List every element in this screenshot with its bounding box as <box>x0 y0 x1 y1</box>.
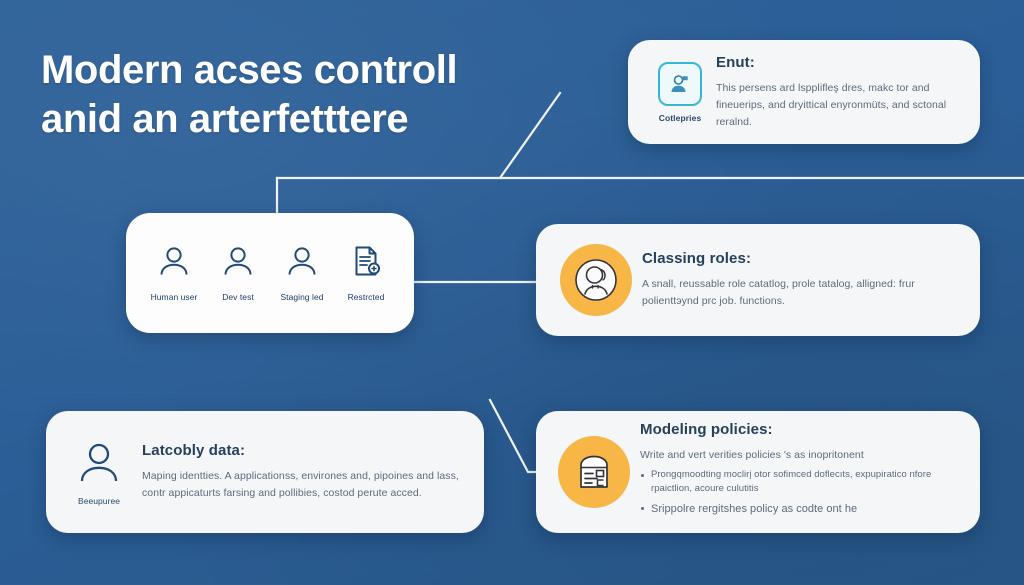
entity-heading: Enut: <box>716 53 755 71</box>
document-restricted-icon <box>349 244 383 283</box>
data-icon-group: Beeupuree <box>56 439 142 506</box>
card-personas[interactable]: Human user Dev test St <box>126 213 414 333</box>
persona-label: Human user <box>150 292 198 302</box>
policies-bullet-item: Prongqmoodting moclirį otor sofimced dof… <box>640 468 962 496</box>
policies-bullet-list: Prongqmoodting moclirį otor sofimced dof… <box>640 468 962 517</box>
card-entity[interactable]: Cotlepries Enut: This persens ard lsppli… <box>628 40 980 144</box>
roles-icon-group <box>550 244 642 316</box>
card-classing-roles[interactable]: Classing roles: A snall, reussable role … <box>536 224 980 336</box>
policy-card-icon <box>558 436 630 508</box>
policies-bullet-item: Srippolre rergitshes policy as codte ont… <box>640 501 962 518</box>
entity-text-group: Enut: This persens ard lspplifleş dres, … <box>716 54 962 131</box>
persona-label: Staging led <box>280 292 324 302</box>
data-body: Maping identties. A applicationss, envir… <box>142 470 459 499</box>
person-icon <box>157 244 191 283</box>
data-heading: Latcobly data: <box>142 442 246 459</box>
persona-label: Dev test <box>222 292 254 302</box>
card-latcobly-data[interactable]: Beeupuree Latcobly data: Maping identtie… <box>46 411 484 533</box>
persona-label: Restrcted <box>347 292 385 302</box>
persona-item[interactable]: Staging led <box>272 244 332 302</box>
data-text-group: Latcobly data: Maping identties. A appli… <box>142 442 466 502</box>
policies-heading: Modeling policies: <box>640 421 773 439</box>
title-line-1: Modern acses controll <box>41 48 458 92</box>
policies-icon-group <box>548 436 640 508</box>
person-icon <box>221 244 255 283</box>
policies-text-group: Modeling policies: Write and vert veriti… <box>640 421 962 522</box>
card-modeling-policies[interactable]: Modeling policies: Write and vert veriti… <box>536 411 980 533</box>
persona-item[interactable]: Human user <box>144 244 204 302</box>
entity-body: This persens ard lspplifleş dres, makc t… <box>716 81 947 128</box>
roles-text-group: Classing roles: A snall, reussable role … <box>642 250 960 310</box>
title-line-2: anid an arterfetttere <box>41 96 409 141</box>
person-badge-icon <box>658 61 702 106</box>
data-icon-caption: Beeupuree <box>77 495 121 506</box>
persona-item[interactable]: Restrcted <box>336 244 396 302</box>
person-icon <box>285 244 319 283</box>
page-title: Modern acses controll anid an arterfettt… <box>41 46 511 144</box>
person-icon <box>76 439 122 490</box>
entity-icon-caption: Cotlepries <box>658 112 702 123</box>
entity-icon-group: Cotlepries <box>644 61 716 123</box>
roles-heading: Classing roles: <box>642 250 752 267</box>
roles-body: A snall, reussable role catatlog, prole … <box>642 278 915 307</box>
person-circle-icon <box>560 244 632 316</box>
persona-item[interactable]: Dev test <box>208 244 268 302</box>
policies-lead: Write and vert verities policies 's as i… <box>640 449 864 462</box>
